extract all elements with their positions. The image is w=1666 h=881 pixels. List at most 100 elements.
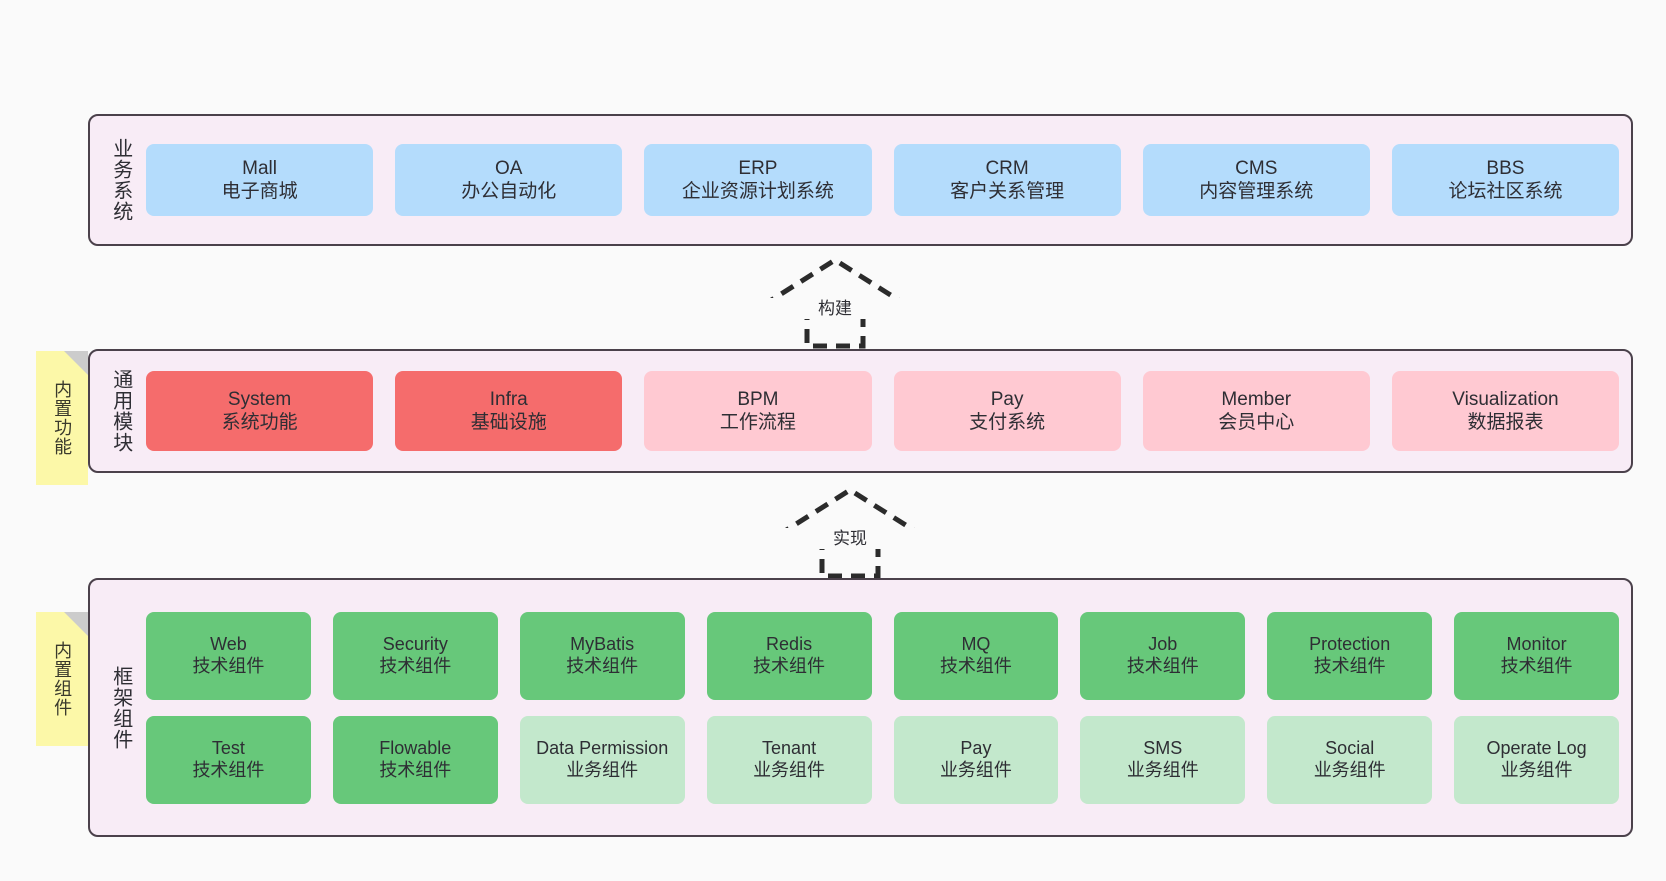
node-tenant-cn: 业务组件 xyxy=(753,759,826,780)
node-security-en: Security xyxy=(382,633,448,654)
node-flowable[interactable]: Flowable 技术组件 xyxy=(332,715,498,804)
node-sms-en: SMS xyxy=(1143,737,1183,758)
connector-implement-label: 实现 xyxy=(775,528,925,549)
node-redis-cn: 技术组件 xyxy=(753,655,826,676)
node-data-permission[interactable]: Data Permission 业务组件 xyxy=(519,715,685,804)
node-test-en: Test xyxy=(211,737,245,758)
node-mq-cn: 技术组件 xyxy=(939,655,1012,676)
layer-body-business: Mall 电子商城 OA 办公自动化 ERP 企业资源计划系统 CRM 客户关系… xyxy=(142,122,1623,238)
connector-build-label: 构建 xyxy=(760,298,910,319)
node-cms[interactable]: CMS 内容管理系统 xyxy=(1142,144,1370,216)
node-operate-log-en: Operate Log xyxy=(1486,737,1587,758)
node-security-cn: 技术组件 xyxy=(379,655,452,676)
node-pay-component[interactable]: Pay 业务组件 xyxy=(893,715,1059,804)
note-builtin-features: 内置功能 xyxy=(36,351,88,485)
node-monitor-en: Monitor xyxy=(1506,633,1567,654)
node-tenant-en: Tenant xyxy=(762,737,817,758)
node-protection-cn: 技术组件 xyxy=(1313,655,1386,676)
node-mybatis[interactable]: MyBatis 技术组件 xyxy=(519,611,685,700)
node-crm[interactable]: CRM 客户关系管理 xyxy=(893,144,1121,216)
node-cms-en: CMS xyxy=(1235,157,1278,179)
node-test[interactable]: Test 技术组件 xyxy=(146,715,311,804)
node-monitor[interactable]: Monitor 技术组件 xyxy=(1454,611,1619,700)
node-protection-en: Protection xyxy=(1309,633,1391,654)
node-visualization-en: Visualization xyxy=(1452,388,1559,410)
node-monitor-cn: 技术组件 xyxy=(1500,655,1573,676)
layer-framework-components: 框架组件 Web 技术组件 Security 技术组件 MyBatis 技术组件… xyxy=(88,578,1633,837)
node-bpm-en: BPM xyxy=(737,388,779,410)
node-pay-module-en: Pay xyxy=(990,388,1024,410)
node-sms-cn: 业务组件 xyxy=(1126,759,1199,780)
node-protection[interactable]: Protection 技术组件 xyxy=(1267,611,1433,700)
node-mall-en: Mall xyxy=(242,157,277,179)
layer-title-common: 通用模块 xyxy=(109,369,132,453)
node-social[interactable]: Social 业务组件 xyxy=(1267,715,1433,804)
node-crm-en: CRM xyxy=(985,157,1029,179)
node-bpm[interactable]: BPM 工作流程 xyxy=(644,371,872,451)
layer-body-framework: Web 技术组件 Security 技术组件 MyBatis 技术组件 Redi… xyxy=(142,586,1623,829)
node-pay-component-cn: 业务组件 xyxy=(939,759,1012,780)
node-data-permission-en: Data Permission xyxy=(536,737,669,758)
node-redis[interactable]: Redis 技术组件 xyxy=(706,611,872,700)
node-visualization[interactable]: Visualization 数据报表 xyxy=(1391,371,1620,451)
node-bbs-cn: 论坛社区系统 xyxy=(1448,181,1563,202)
node-bpm-cn: 工作流程 xyxy=(719,412,796,433)
node-system-en: System xyxy=(227,388,292,410)
row-framework-1: Web 技术组件 Security 技术组件 MyBatis 技术组件 Redi… xyxy=(146,611,1619,700)
node-mq-en: MQ xyxy=(961,633,991,654)
layer-business-systems: 业务系统 Mall 电子商城 OA 办公自动化 ERP 企业资源计划系统 CRM… xyxy=(88,114,1633,246)
node-social-cn: 业务组件 xyxy=(1313,759,1386,780)
node-oa-en: OA xyxy=(495,157,523,179)
node-bbs[interactable]: BBS 论坛社区系统 xyxy=(1391,144,1620,216)
node-member-cn: 会员中心 xyxy=(1218,412,1295,433)
node-mall[interactable]: Mall 电子商城 xyxy=(146,144,374,216)
node-sms[interactable]: SMS 业务组件 xyxy=(1080,715,1246,804)
node-erp-en: ERP xyxy=(738,157,778,179)
node-pay-module[interactable]: Pay 支付系统 xyxy=(893,371,1121,451)
node-pay-component-en: Pay xyxy=(960,737,992,758)
node-system[interactable]: System 系统功能 xyxy=(146,371,374,451)
node-job-en: Job xyxy=(1148,633,1178,654)
row-common-1: System 系统功能 Infra 基础设施 BPM 工作流程 Pay 支付系统… xyxy=(146,371,1620,451)
layer-common-modules: 通用模块 System 系统功能 Infra 基础设施 BPM 工作流程 Pay… xyxy=(88,349,1633,473)
node-security[interactable]: Security 技术组件 xyxy=(332,611,498,700)
node-member-en: Member xyxy=(1221,388,1292,410)
node-crm-cn: 客户关系管理 xyxy=(950,181,1065,202)
node-mybatis-cn: 技术组件 xyxy=(566,655,639,676)
node-oa-cn: 办公自动化 xyxy=(461,181,557,202)
node-flowable-cn: 技术组件 xyxy=(379,759,452,780)
node-erp-cn: 企业资源计划系统 xyxy=(681,181,834,202)
node-infra[interactable]: Infra 基础设施 xyxy=(395,371,623,451)
node-pay-module-cn: 支付系统 xyxy=(969,412,1046,433)
layer-title-framework: 框架组件 xyxy=(109,665,132,750)
node-cms-cn: 内容管理系统 xyxy=(1199,181,1314,202)
node-job-cn: 技术组件 xyxy=(1126,655,1199,676)
node-social-en: Social xyxy=(1325,737,1375,758)
node-test-cn: 技术组件 xyxy=(192,759,265,780)
connector-implement: 实现 xyxy=(775,487,925,579)
node-job[interactable]: Job 技术组件 xyxy=(1080,611,1246,700)
row-framework-2: Test 技术组件 Flowable 技术组件 Data Permission … xyxy=(146,715,1619,804)
node-web[interactable]: Web 技术组件 xyxy=(146,611,311,700)
note-builtin-components: 内置组件 xyxy=(36,612,88,746)
node-bbs-en: BBS xyxy=(1486,157,1525,179)
row-business-1: Mall 电子商城 OA 办公自动化 ERP 企业资源计划系统 CRM 客户关系… xyxy=(146,144,1620,216)
layer-body-common: System 系统功能 Infra 基础设施 BPM 工作流程 Pay 支付系统… xyxy=(142,357,1623,465)
node-web-cn: 技术组件 xyxy=(192,655,265,676)
node-mall-cn: 电子商城 xyxy=(221,181,298,202)
node-member[interactable]: Member 会员中心 xyxy=(1142,371,1370,451)
node-web-en: Web xyxy=(210,633,247,654)
node-mq[interactable]: MQ 技术组件 xyxy=(893,611,1059,700)
node-oa[interactable]: OA 办公自动化 xyxy=(395,144,623,216)
node-operate-log[interactable]: Operate Log 业务组件 xyxy=(1454,715,1619,804)
node-redis-en: Redis xyxy=(766,633,813,654)
node-system-cn: 系统功能 xyxy=(221,412,298,433)
node-operate-log-cn: 业务组件 xyxy=(1500,759,1573,780)
node-mybatis-en: MyBatis xyxy=(570,633,635,654)
node-erp[interactable]: ERP 企业资源计划系统 xyxy=(644,144,872,216)
connector-build: 构建 xyxy=(760,257,910,349)
node-data-permission-cn: 业务组件 xyxy=(566,759,639,780)
node-flowable-en: Flowable xyxy=(379,737,452,758)
node-tenant[interactable]: Tenant 业务组件 xyxy=(706,715,872,804)
